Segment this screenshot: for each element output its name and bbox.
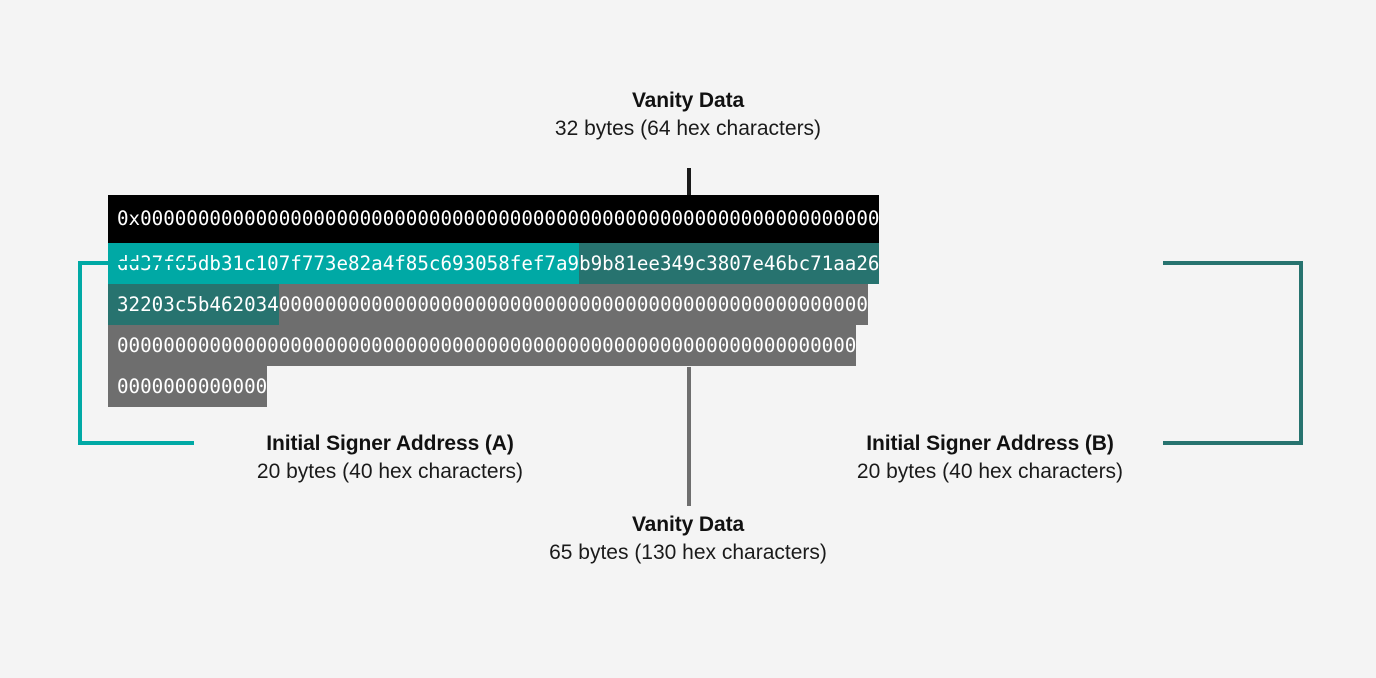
- label-vanity-data-top-subtitle: 32 bytes (64 hex characters): [554, 117, 822, 140]
- label-vanity-data-bottom-title: Vanity Data: [631, 513, 745, 536]
- hex-row: 0000000000000: [108, 366, 1267, 407]
- hex-row: 0x00000000000000000000000000000000000000…: [108, 195, 1267, 243]
- hex-segment-signer-b-part1: b9b81ee349c3807e46bc71aa26: [579, 243, 880, 284]
- hex-segment-signer-b-part2: 32203c5b462034: [108, 284, 279, 325]
- connector-line-vanity-bottom: [687, 367, 691, 506]
- label-vanity-data-bottom-subtitle: 65 bytes (130 hex characters): [549, 541, 827, 564]
- hex-segment-vanity-bottom-part1: 0000000000000000000000000000000000000000…: [278, 284, 868, 325]
- label-vanity-data-top: Vanity Data 32 bytes (64 hex characters): [388, 88, 988, 144]
- label-signer-a: Initial Signer Address (A) 20 bytes (40 …: [100, 431, 680, 487]
- hex-segment-vanity-bottom-part3: 0000000000000: [108, 366, 268, 407]
- label-vanity-data-top-title: Vanity Data: [631, 89, 745, 112]
- bracket-signer-a: [78, 261, 194, 445]
- label-signer-b: Initial Signer Address (B) 20 bytes (40 …: [700, 431, 1280, 487]
- label-signer-a-subtitle: 20 bytes (40 hex characters): [256, 460, 524, 483]
- hex-segment-vanity-bottom-part2: 0000000000000000000000000000000000000000…: [108, 325, 857, 366]
- label-signer-b-title: Initial Signer Address (B): [866, 432, 1114, 455]
- label-signer-a-title: Initial Signer Address (A): [266, 432, 514, 455]
- label-signer-b-subtitle: 20 bytes (40 hex characters): [856, 460, 1124, 483]
- hex-row: dd37f65db31c107f773e82a4f85c693058fef7a9…: [108, 243, 1267, 284]
- connector-line-vanity-top: [687, 168, 691, 196]
- label-vanity-data-bottom: Vanity Data 65 bytes (130 hex characters…: [388, 512, 988, 568]
- bracket-signer-b: [1163, 261, 1303, 445]
- hex-row: 0000000000000000000000000000000000000000…: [108, 325, 1267, 366]
- hex-row: 32203c5b462034 0000000000000000000000000…: [108, 284, 1267, 325]
- hex-segment-vanity-top: 0x00000000000000000000000000000000000000…: [108, 195, 880, 243]
